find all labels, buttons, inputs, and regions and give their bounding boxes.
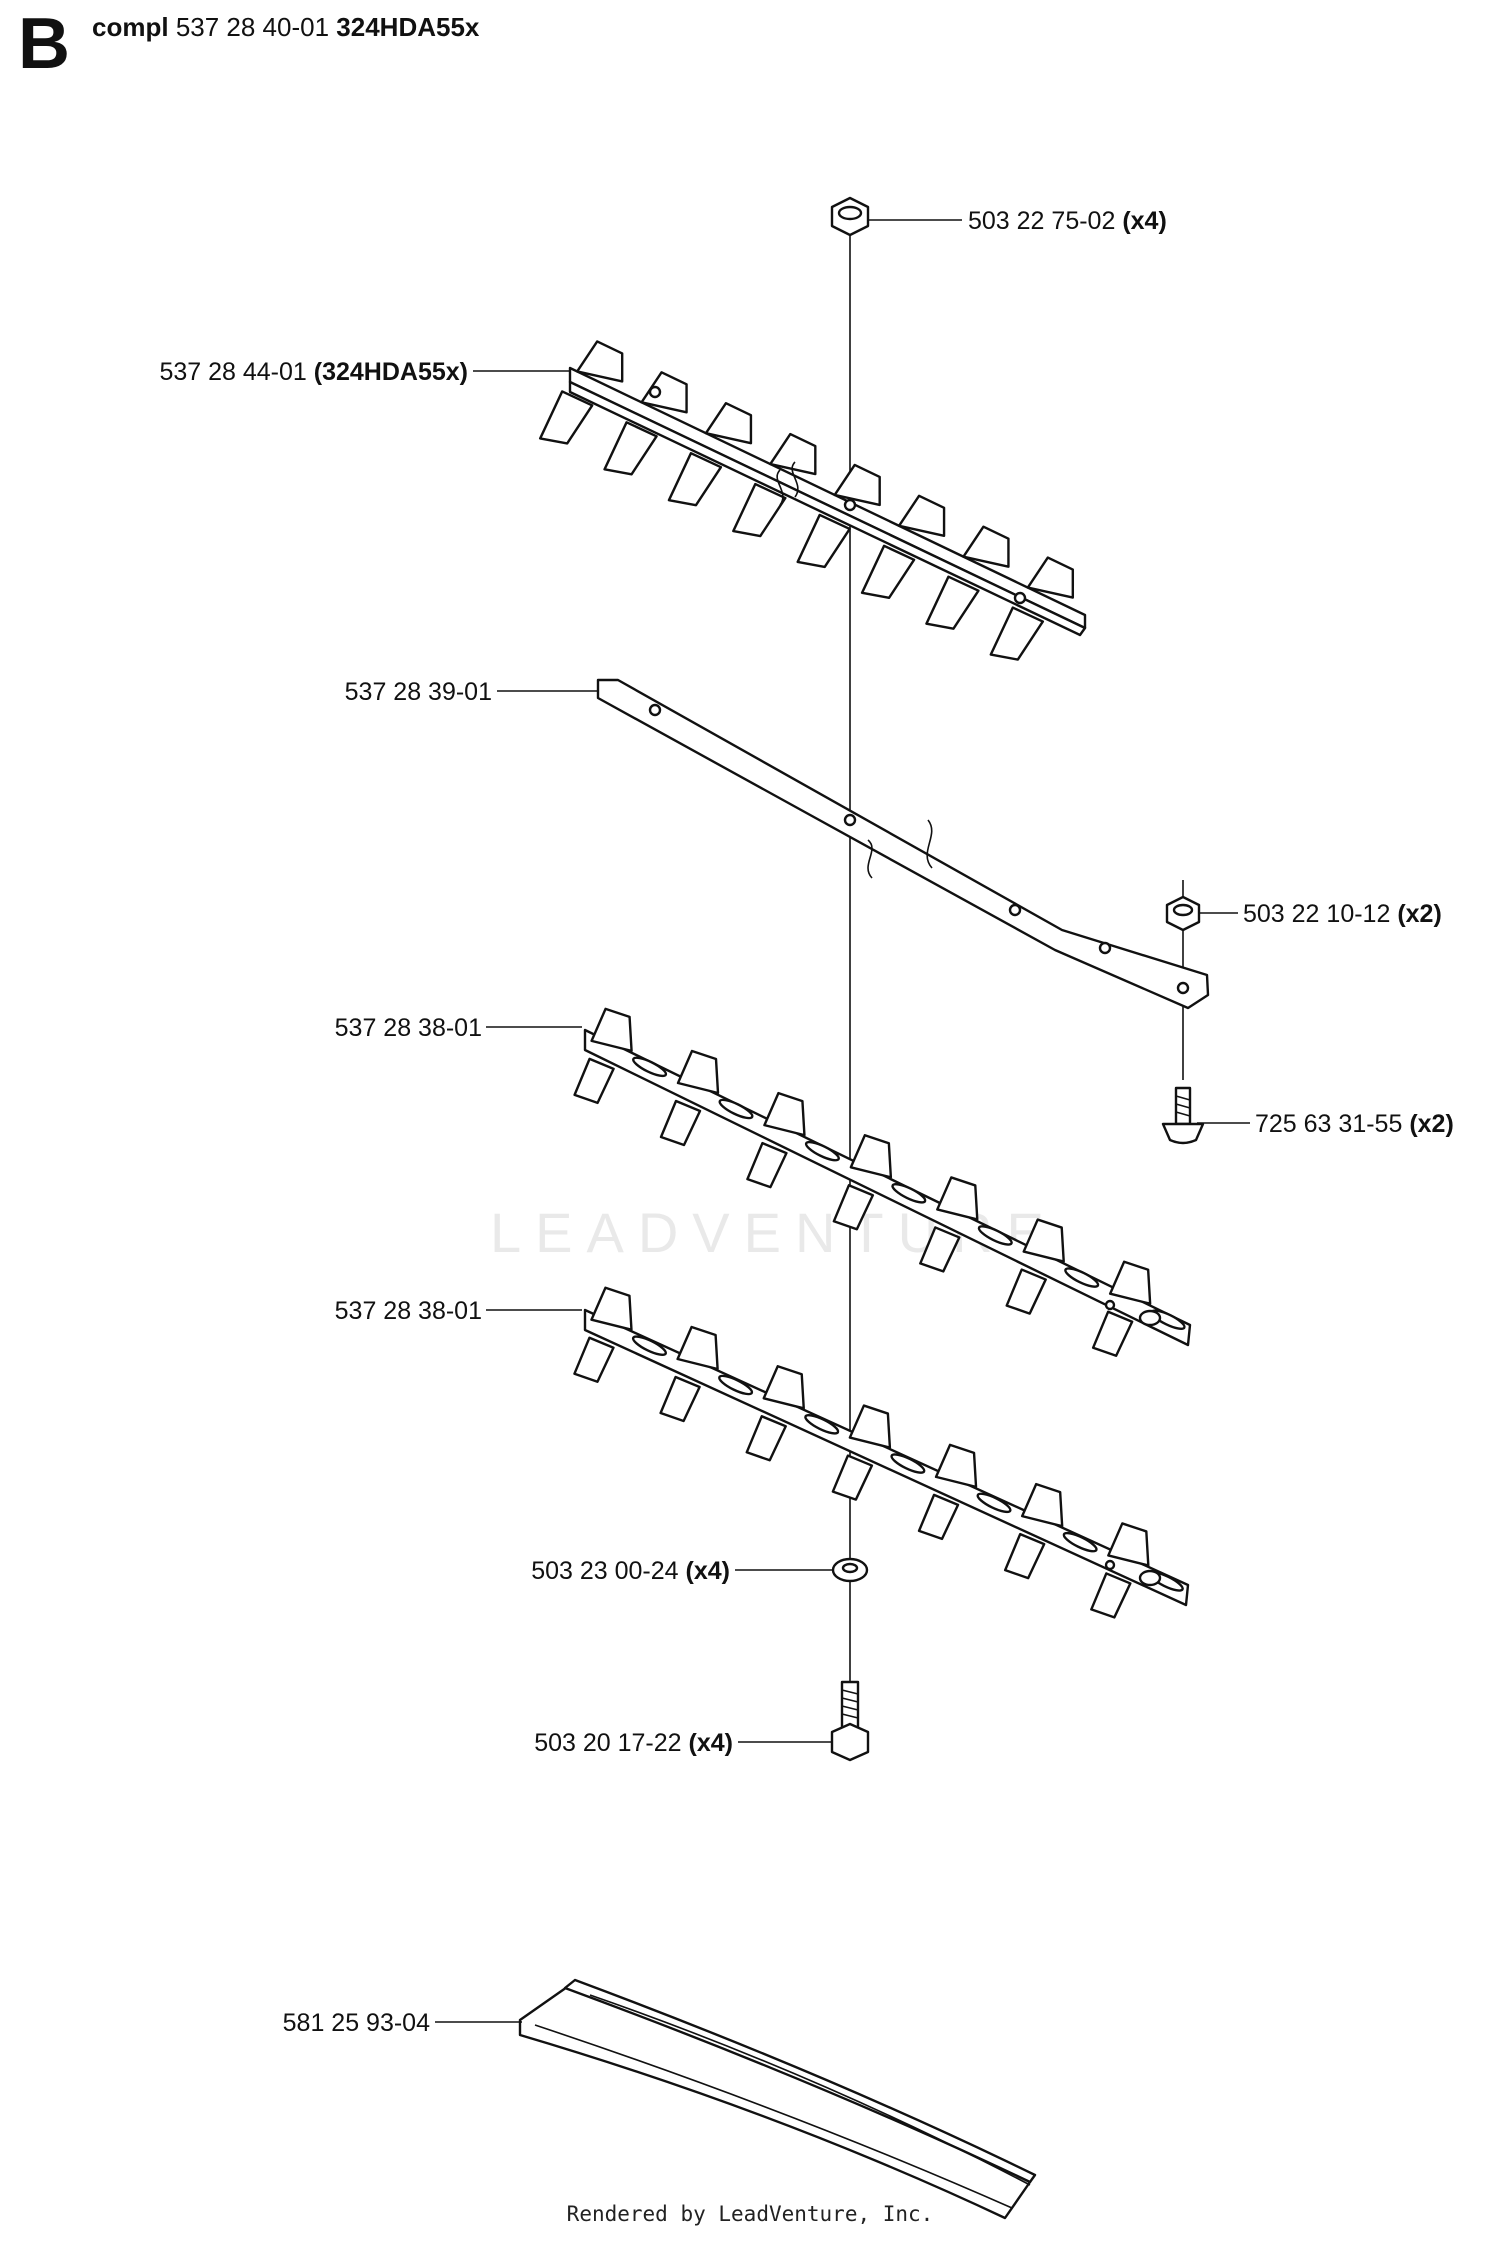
blade-slot — [718, 1374, 754, 1396]
blade-slot — [977, 1225, 1013, 1246]
blade-slot — [804, 1414, 840, 1435]
nut-top-part[interactable] — [830, 196, 870, 237]
label-bolt: 503 20 17-22 (x4) — [534, 1729, 733, 1757]
blade-tooth-down — [573, 1057, 615, 1105]
blade-tooth-down — [746, 1141, 788, 1189]
blade-guard-part[interactable] — [518, 1978, 1037, 2220]
assembly-number: 537 28 40-01 — [175, 12, 330, 42]
blade-tooth-up — [676, 1049, 720, 1095]
blade-slot — [976, 1492, 1012, 1514]
blade-slot — [1062, 1531, 1098, 1553]
label-washer: 503 23 00-24 (x4) — [531, 1557, 730, 1585]
bolt-part[interactable] — [830, 1680, 870, 1762]
blade-tooth-down — [667, 451, 723, 507]
blade-tooth-up — [936, 1176, 979, 1221]
blade-slot — [890, 1453, 926, 1474]
blade-tooth-down — [831, 1454, 874, 1501]
label-nut-small: 503 22 10-12 (x2) — [1243, 900, 1442, 928]
blade-tooth-down — [1091, 1310, 1134, 1357]
blade-tooth-up — [848, 1404, 892, 1449]
blade-slot — [632, 1056, 668, 1078]
blade-upper-part[interactable] — [538, 340, 1087, 661]
blade-tooth-up — [640, 371, 688, 414]
blade-tooth-up — [833, 463, 881, 507]
label-blade-guard: 581 25 93-04 — [283, 2009, 430, 2037]
blade-tooth-down — [919, 1226, 961, 1273]
blade-tooth-down — [860, 544, 916, 600]
blade-tooth-down — [917, 1493, 960, 1541]
blade-slot — [804, 1140, 840, 1162]
blade-tooth-down — [832, 1184, 875, 1231]
rendered-by-footer: Rendered by LeadVenture, Inc. — [566, 2202, 934, 2226]
blade-tooth-up — [897, 494, 946, 538]
blade-tooth-up — [1108, 1260, 1152, 1305]
blade-1-part[interactable] — [573, 1007, 1192, 1357]
blade-tooth-up — [590, 1286, 633, 1331]
blade-tooth-down — [732, 482, 787, 538]
blade-tooth-up — [1022, 1218, 1065, 1263]
label-screw: 725 63 31-55 (x2) — [1255, 1110, 1454, 1138]
blade-slot — [891, 1183, 927, 1204]
diagram-header: B compl 537 28 40-01 324HDA55x — [18, 8, 479, 80]
blade-tooth-up — [763, 1091, 806, 1137]
blade-tooth-up — [1020, 1482, 1064, 1528]
label-blade-2: 537 28 38-01 — [335, 1297, 482, 1325]
blade-tooth-up — [769, 432, 817, 476]
blade-tooth-down — [538, 390, 594, 445]
blade-slot — [1064, 1267, 1100, 1288]
assembly-title: compl 537 28 40-01 324HDA55x — [92, 10, 479, 44]
label-guide-bar: 537 28 39-01 — [345, 678, 492, 706]
blade-tooth-down — [989, 606, 1045, 661]
label-nut-top: 503 22 75-02 (x4) — [968, 207, 1167, 235]
blade-tooth-down — [745, 1415, 787, 1462]
blade-tooth-down — [603, 421, 658, 476]
blade-tooth-up — [1026, 556, 1075, 599]
model-name: 324HDA55x — [336, 12, 480, 42]
blade-slot — [718, 1098, 754, 1120]
blade-tooth-down — [573, 1336, 615, 1383]
blade-tooth-up — [575, 340, 624, 383]
blade-tooth-down — [925, 575, 980, 630]
blade-tooth-up — [849, 1134, 893, 1179]
leader-lines — [435, 219, 1250, 2023]
label-blade-upper: 537 28 44-01 (324HDA55x) — [159, 358, 468, 386]
label-blade-1: 537 28 38-01 — [335, 1014, 482, 1042]
blade-slot — [631, 1335, 667, 1356]
blade-tooth-up — [1107, 1522, 1150, 1567]
blade-tooth-up — [676, 1325, 719, 1371]
blade-tooth-down — [796, 513, 851, 569]
nut-small-part[interactable] — [1165, 895, 1201, 932]
blade-tooth-down — [659, 1375, 701, 1423]
blade-tooth-down — [1003, 1532, 1046, 1580]
blade-tooth-up — [590, 1007, 633, 1053]
washer-part[interactable] — [831, 1557, 869, 1583]
blade-tooth-down — [1005, 1268, 1047, 1315]
screw-part[interactable] — [1161, 1086, 1205, 1145]
blade-2-part[interactable] — [573, 1286, 1190, 1619]
section-letter: B — [18, 4, 70, 84]
blade-tooth-up — [934, 1443, 978, 1489]
title-prefix: compl — [92, 12, 169, 42]
blade-tooth-up — [762, 1365, 805, 1410]
guide-bar-part[interactable] — [596, 678, 1210, 1010]
blade-tooth-up — [962, 525, 1010, 568]
blade-tooth-down — [659, 1099, 702, 1147]
blade-tooth-down — [1090, 1572, 1132, 1619]
blade-tooth-up — [704, 401, 753, 445]
